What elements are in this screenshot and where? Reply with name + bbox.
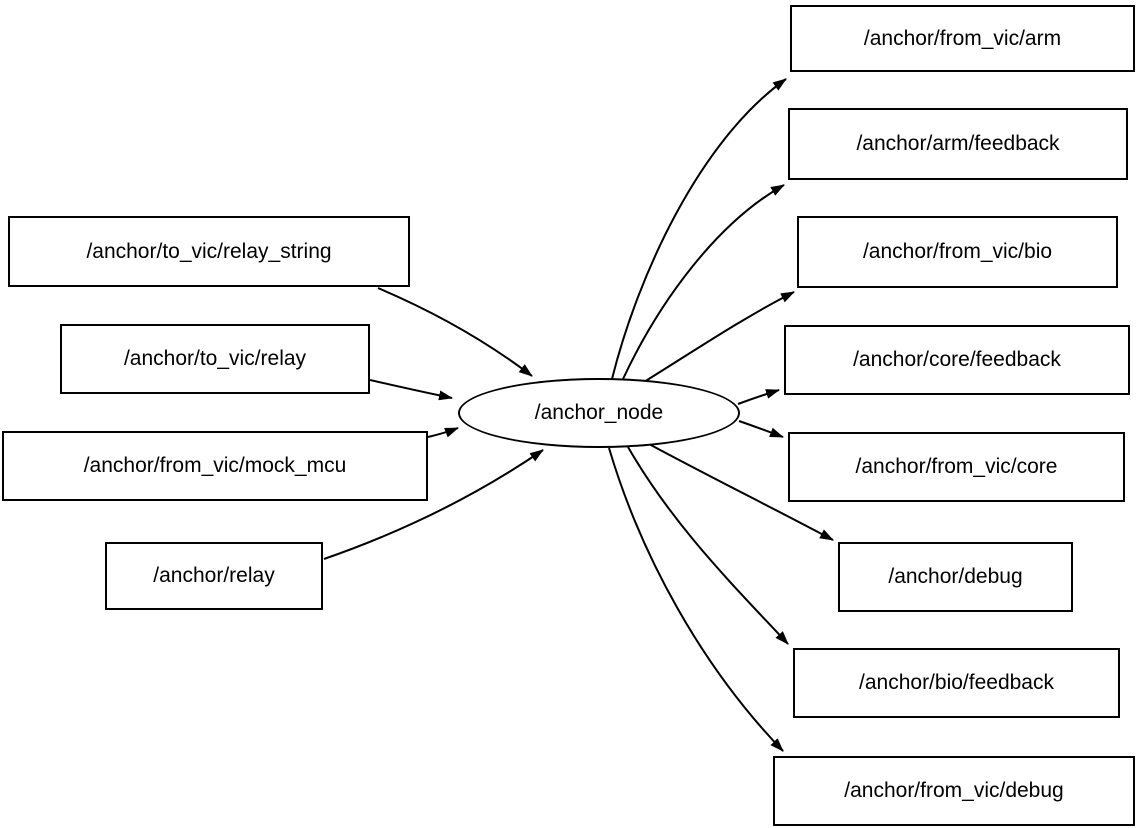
edge-anchor-node-to-from-vic-debug bbox=[608, 447, 784, 752]
edge-from-vic-mock-mcu-to-anchor-node bbox=[427, 427, 459, 438]
edge-to-vic-relay-to-anchor-node bbox=[369, 379, 453, 401]
topic-node-relay[interactable]: /anchor/relay bbox=[105, 542, 323, 610]
topic-node-debug[interactable]: /anchor/debug bbox=[838, 542, 1073, 612]
topic-node-arm-feedback[interactable]: /anchor/arm/feedback bbox=[788, 108, 1128, 180]
center-node-anchor-node[interactable]: /anchor_node bbox=[458, 378, 740, 448]
topic-node-from-vic-core[interactable]: /anchor/from_vic/core bbox=[788, 432, 1125, 502]
topic-node-core-feedback[interactable]: /anchor/core/feedback bbox=[784, 325, 1130, 395]
edge-anchor-node-to-arm-feedback bbox=[622, 184, 785, 380]
edge-anchor-node-to-from-vic-bio bbox=[643, 291, 795, 383]
topic-node-from-vic-debug[interactable]: /anchor/from_vic/debug bbox=[773, 756, 1135, 826]
topic-node-from-vic-mock-mcu[interactable]: /anchor/from_vic/mock_mcu bbox=[2, 431, 428, 501]
topic-node-bio-feedback[interactable]: /anchor/bio/feedback bbox=[793, 648, 1120, 718]
edge-relay-to-anchor-node bbox=[323, 449, 544, 560]
topic-node-from-vic-arm[interactable]: /anchor/from_vic/arm bbox=[790, 5, 1135, 72]
edge-anchor-node-to-bio-feedback bbox=[627, 446, 789, 645]
topic-node-to-vic-relay[interactable]: /anchor/to_vic/relay bbox=[60, 324, 370, 394]
edge-anchor-node-to-from-vic-arm bbox=[611, 78, 787, 380]
edge-to-vic-relay-string-to-anchor-node bbox=[377, 287, 533, 377]
edge-anchor-node-to-from-vic-core bbox=[738, 420, 784, 438]
topic-node-from-vic-bio[interactable]: /anchor/from_vic/bio bbox=[797, 216, 1118, 288]
edge-anchor-node-to-debug bbox=[648, 443, 834, 541]
edge-anchor-node-to-core-feedback bbox=[737, 389, 780, 405]
topic-node-to-vic-relay-string[interactable]: /anchor/to_vic/relay_string bbox=[8, 216, 410, 287]
